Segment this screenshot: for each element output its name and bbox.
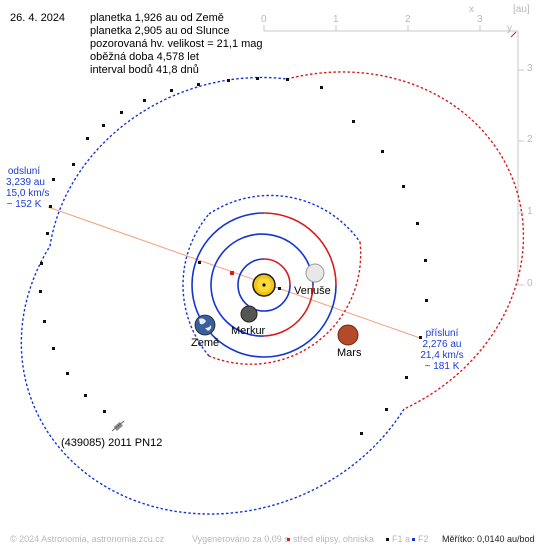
y-axis-letter: y — [507, 23, 512, 34]
perihelion-distance: 2,276 au — [422, 339, 462, 350]
mars-label: Mars — [337, 347, 362, 359]
mars-planet-icon — [337, 324, 359, 346]
info-line-magnitude: pozorovaná hv. velikost = 21,1 mag — [90, 38, 263, 50]
legend-f1-marker — [386, 538, 389, 541]
asteroid-icon — [111, 420, 125, 432]
mercury-planet-icon — [240, 305, 258, 323]
footer-legend-f1: F1 a — [392, 534, 411, 544]
earth-planet-icon — [194, 314, 216, 336]
perihelion-speed: 21,4 km/s — [420, 350, 464, 361]
earth-orbit — [191, 212, 337, 358]
x-axis-letter: x — [469, 4, 474, 15]
ellipse-center-marker — [230, 271, 234, 275]
perihelion-title: přísluní — [425, 328, 459, 339]
info-line-distance-sun: planetka 2,905 au od Slunce — [90, 25, 230, 37]
x-tick-label-1: 1 — [333, 14, 339, 25]
aphelion-title: odsluní — [7, 166, 41, 177]
footer-legend-f2: F2 — [418, 534, 429, 544]
y-tick-label-0: 0 — [527, 278, 533, 289]
axes — [263, 25, 524, 286]
asteroid-interval-points — [39, 77, 428, 435]
venus-orbit — [210, 233, 314, 337]
info-line-distance-earth: planetka 1,926 au od Země — [90, 12, 224, 24]
focus-f2-marker — [198, 261, 201, 264]
footer-generated: Vygenerováno za 0,09 s — [192, 534, 289, 544]
axis-unit-label: [au] — [513, 4, 530, 15]
venus-label: Venuše — [294, 285, 331, 297]
x-tick-label-3: 3 — [477, 14, 483, 25]
y-tick-label-2: 2 — [527, 134, 533, 145]
sun-icon — [252, 273, 276, 297]
footer-legend-center: střed elipsy, ohniska — [293, 534, 374, 544]
date-label: 26. 4. 2024 — [10, 12, 66, 24]
mercury-label: Merkur — [231, 325, 266, 337]
legend-f2-marker — [412, 538, 415, 541]
red-axis-tick — [510, 31, 517, 38]
perihelion-label: přísluní 2,276 au 21,4 km/s ~ 181 K — [418, 328, 466, 372]
info-line-interval: interval bodů 41,8 dnů — [90, 64, 199, 76]
footer-scale: Měřítko: 0,0140 au/bod — [442, 534, 535, 544]
footer-copyright: © 2024 Astronomia, astronomia.zcu.cz — [10, 534, 165, 544]
perihelion-temperature: ~ 181 K — [424, 361, 460, 372]
asteroid-orbit — [20, 71, 525, 515]
mercury-orbit — [237, 258, 291, 312]
x-tick-label-2: 2 — [405, 14, 411, 25]
earth-label: Země — [191, 337, 220, 349]
aphelion-temperature: ~ 152 K — [6, 199, 42, 210]
y-tick-label-3: 3 — [527, 63, 533, 74]
focus-f1-marker — [278, 287, 281, 290]
legend-center-marker — [287, 538, 290, 541]
aphelion-distance: 3,239 au — [6, 177, 45, 188]
x-tick-label-0: 0 — [261, 14, 267, 25]
mars-orbit — [182, 194, 362, 365]
aphelion-speed: 15,0 km/s — [6, 188, 50, 199]
aphelion-label: odsluní 3,239 au 15,0 km/s ~ 152 K — [6, 166, 50, 210]
venus-planet-icon — [305, 263, 325, 283]
y-tick-label-1: 1 — [527, 206, 533, 217]
info-line-period: oběžná doba 4,578 let — [90, 51, 199, 63]
asteroid-label: (439085) 2011 PN12 — [61, 437, 163, 449]
